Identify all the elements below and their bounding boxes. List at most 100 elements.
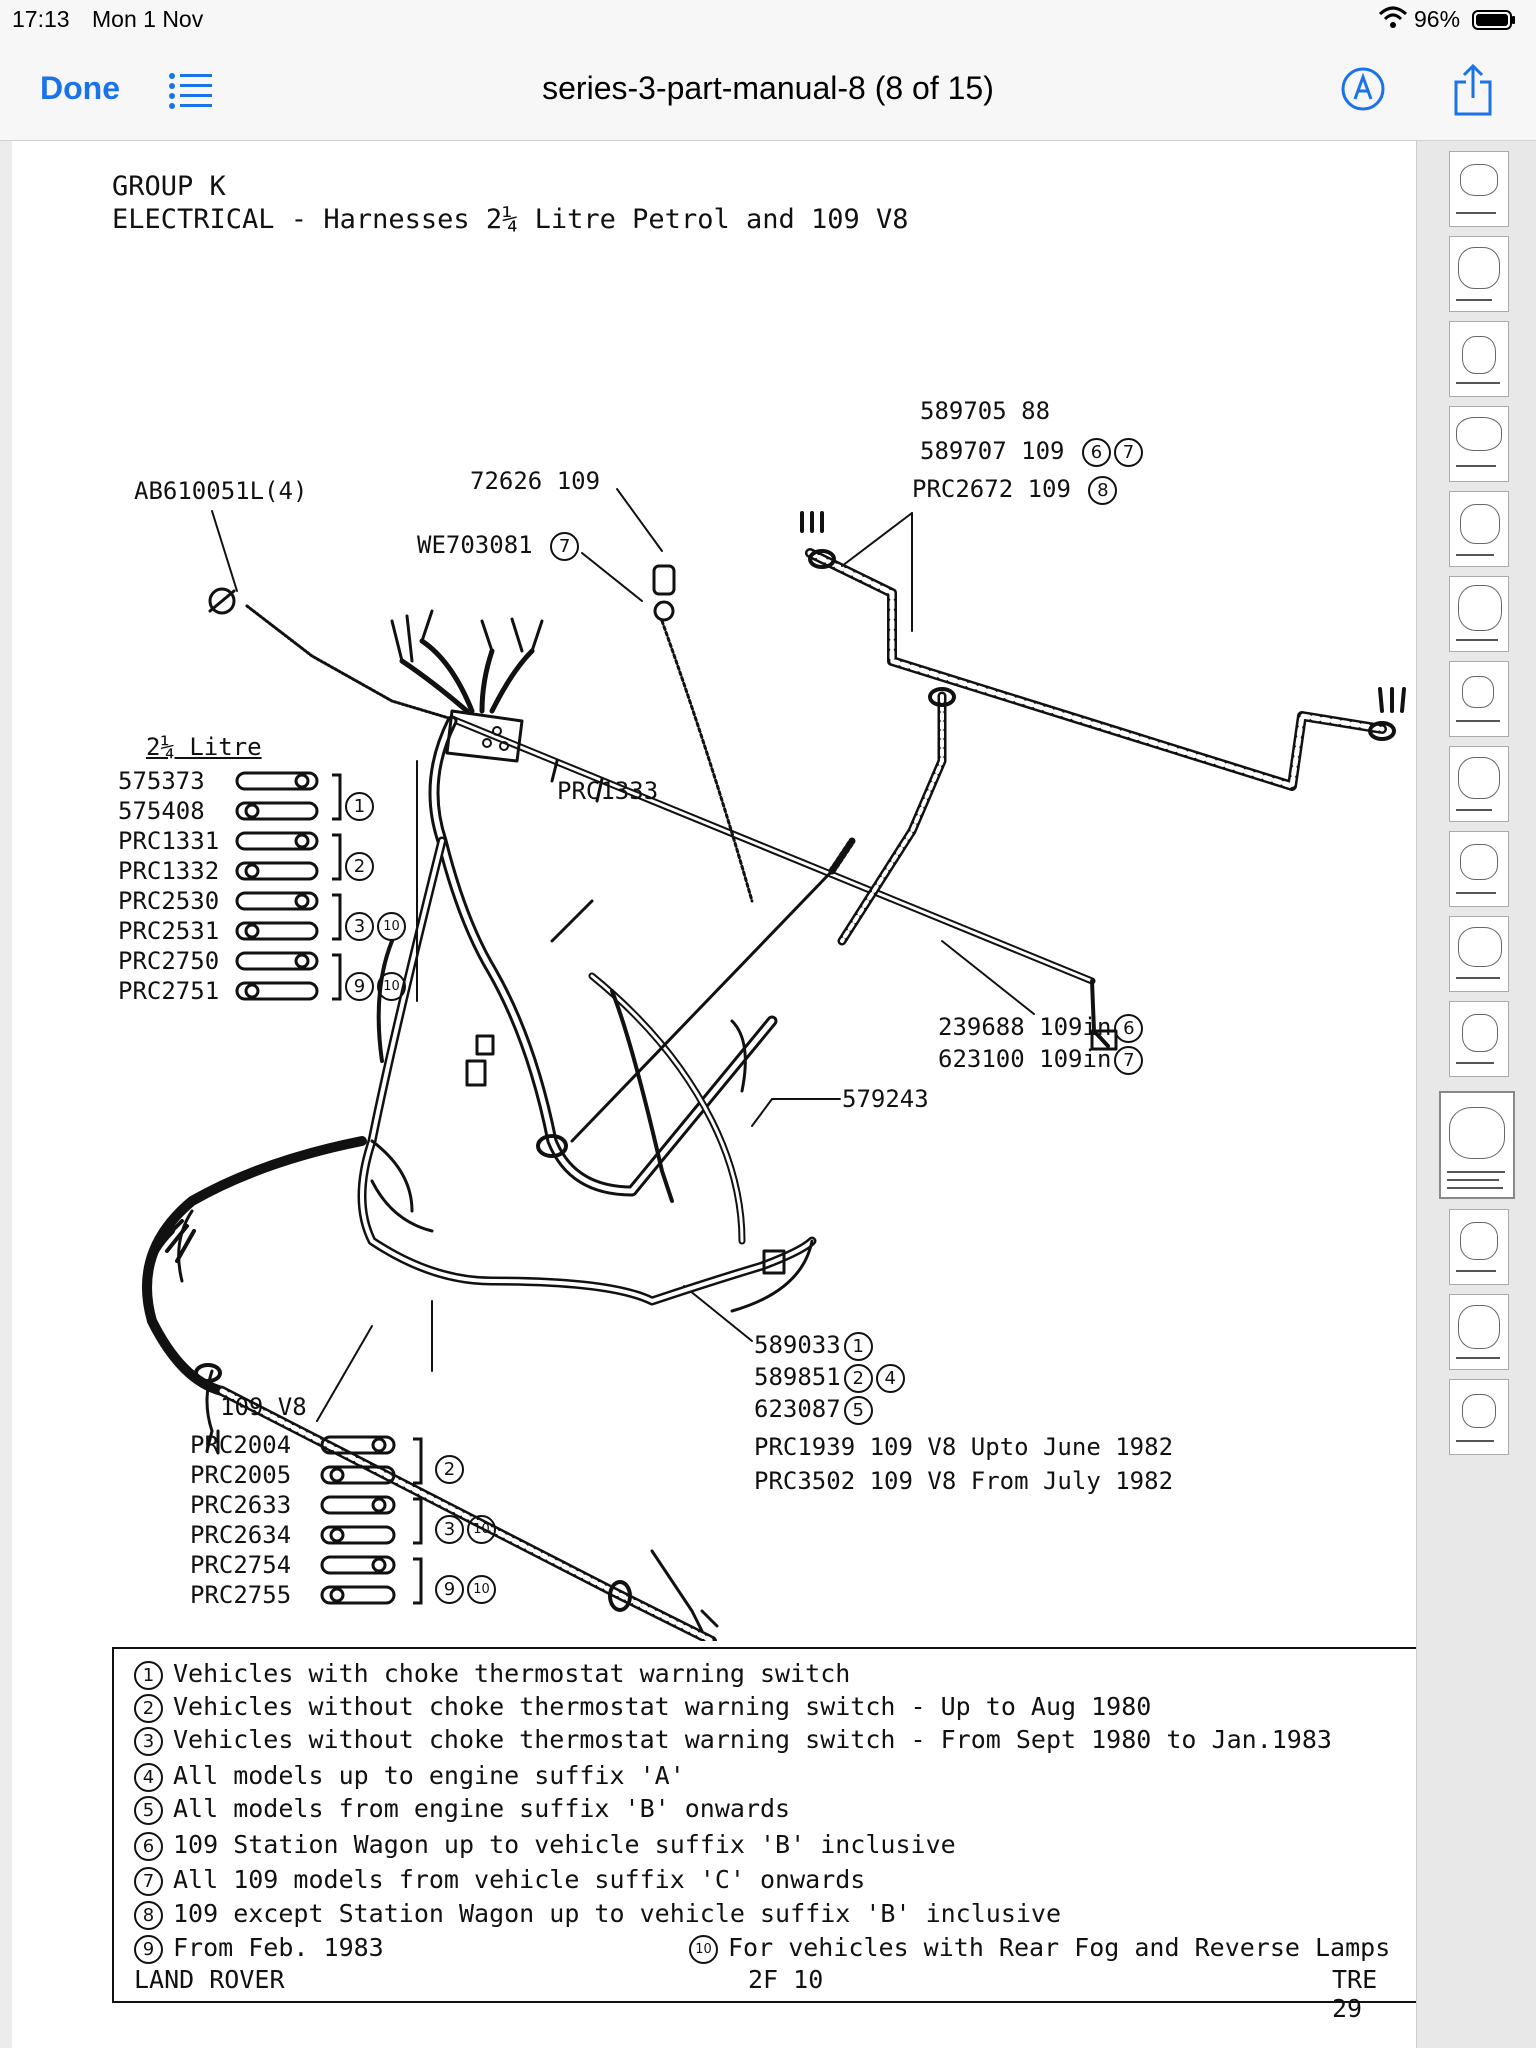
page-group-label: GROUP K [112, 171, 226, 202]
note-6-text: 109 Station Wagon up to vehicle suffix '… [173, 1830, 956, 1859]
circle-7: 7 [550, 531, 580, 561]
part-prc1331: PRC1331 [118, 827, 220, 855]
circle-8: 8 [1088, 475, 1118, 505]
callout-prc3502: PRC3502 109 V8 From July 1982 [754, 1467, 1174, 1495]
page-thumbnail[interactable] [1449, 916, 1509, 992]
page-thumbnail-strip[interactable] [1416, 141, 1536, 2048]
part-prc2754: PRC2754 [190, 1551, 292, 1579]
nav-bar: Done series-3-part-manual-8 (8 of 15) [0, 40, 1536, 141]
callout-72626: 72626 109 [470, 467, 601, 495]
note-1-number: 1 [134, 1660, 163, 1690]
page-thumbnail[interactable] [1449, 831, 1509, 907]
page-thumbnail[interactable] [1449, 1379, 1509, 1455]
callout-623087-text: 623087 [754, 1395, 841, 1423]
note-7-text: All 109 models from vehicle suffix 'C' o… [173, 1865, 866, 1894]
note-9-text: From Feb. 1983 [173, 1933, 384, 1962]
part-575408: 575408 [118, 797, 205, 825]
note-2-number: 2 [134, 1693, 163, 1723]
page-thumbnail[interactable] [1449, 1209, 1509, 1285]
document-view[interactable]: GROUP K ELECTRICAL - Harnesses 2¼ Litre … [0, 141, 1446, 2048]
page-thumbnail[interactable] [1449, 321, 1509, 397]
note-3-number: 3 [134, 1726, 163, 1756]
callout-589851-text: 589851 [754, 1363, 841, 1391]
note-1: 1 Vehicles with choke thermostat warning … [134, 1659, 850, 1690]
status-date: Mon 1 Nov [92, 6, 204, 32]
v8-fuse-link-drawings [320, 1435, 423, 1605]
circle-4: 4 [875, 1363, 905, 1393]
done-button[interactable]: Done [40, 70, 120, 106]
part-prc2750: PRC2750 [118, 947, 220, 975]
note-4-number: 4 [134, 1762, 163, 1792]
callout-we703081: WE703081 7 [417, 531, 580, 561]
part-prc2530: PRC2530 [118, 887, 220, 915]
callout-prc2672: PRC2672 109 8 [912, 475, 1118, 505]
page-thumbnail[interactable] [1449, 151, 1509, 227]
circle-10: 10 [467, 1574, 496, 1604]
page-heading: ELECTRICAL - Harnesses 2¼ Litre Petrol a… [112, 204, 909, 235]
callout-623100-text: 623100 109in [938, 1045, 1112, 1073]
circle-6: 6 [1081, 437, 1111, 467]
page-thumbnail[interactable] [1449, 236, 1509, 312]
part-prc1332: PRC1332 [118, 857, 220, 885]
note-3: 3 Vehicles without choke thermostat warni… [134, 1725, 1332, 1756]
part-prc2634: PRC2634 [190, 1521, 292, 1549]
notes-legend: 1 Vehicles with choke thermostat warning … [112, 1647, 1446, 2003]
note-9-number: 9 [134, 1934, 163, 1964]
callout-ab610051l: AB610051L(4) [134, 477, 308, 505]
litre-group-title: 2¼ Litre [146, 733, 262, 761]
page-thumbnail[interactable] [1449, 576, 1509, 652]
note-1-text: Vehicles with choke thermostat warning s… [173, 1659, 851, 1688]
circle-9: 9 [435, 1574, 464, 1604]
circle-10: 10 [467, 1514, 496, 1544]
note-4: 4 All models up to engine suffix 'A' [134, 1761, 685, 1792]
pdf-page: GROUP K ELECTRICAL - Harnesses 2¼ Litre … [12, 141, 1446, 2048]
battery-icon [1472, 10, 1515, 30]
wifi-icon [1378, 6, 1408, 28]
callout-prc1333: PRC1333 [557, 777, 659, 805]
note-7: 7 All 109 models from vehicle suffix 'C' … [134, 1865, 865, 1896]
footer-ref: TRE 29 [1332, 1965, 1378, 2023]
note-5-text: All models from engine suffix 'B' onward… [173, 1794, 791, 1823]
note-4-text: All models up to engine suffix 'A' [173, 1761, 685, 1790]
circle-6: 6 [1114, 1013, 1144, 1043]
page-thumbnail[interactable] [1449, 1001, 1509, 1077]
page-thumbnail[interactable] [1449, 491, 1509, 567]
callout-589705: 589705 88 [920, 397, 1051, 425]
share-icon[interactable] [1452, 64, 1494, 116]
markup-pen-icon[interactable] [1340, 66, 1386, 112]
footer-page-code: 2F 10 [748, 1965, 824, 1994]
page-thumbnail-current[interactable] [1439, 1091, 1515, 1199]
note-7-number: 7 [134, 1866, 163, 1896]
list-icon[interactable] [168, 70, 214, 110]
page-thumbnail[interactable] [1449, 1294, 1509, 1370]
battery-percent: 96% [1414, 6, 1461, 32]
callout-prc1939: PRC1939 109 V8 Upto June 1982 [754, 1433, 1174, 1461]
fuse-link-drawings [235, 771, 342, 1001]
v8-ref-2: 2 [432, 1453, 464, 1484]
part-prc2633: PRC2633 [190, 1491, 292, 1519]
page-thumbnail[interactable] [1449, 661, 1509, 737]
group-ref-2: 2 [342, 850, 374, 881]
circle-3: 3 [345, 911, 374, 941]
note-3-text: Vehicles without choke thermostat warnin… [173, 1725, 1332, 1754]
circle-9: 9 [345, 971, 374, 1001]
circle-7: 7 [1113, 437, 1143, 467]
circle-2: 2 [435, 1454, 464, 1484]
callout-589033-text: 589033 [754, 1331, 841, 1359]
status-time: 17:13 [12, 6, 70, 32]
v8-group-title: 109 V8 [220, 1393, 307, 1421]
note-8-number: 8 [134, 1900, 163, 1930]
page-thumbnail[interactable] [1449, 406, 1509, 482]
wiring-harness-diagram [142, 488, 1406, 1641]
document-title: series-3-part-manual-8 (8 of 15) [542, 70, 994, 106]
page-thumbnail[interactable] [1449, 746, 1509, 822]
